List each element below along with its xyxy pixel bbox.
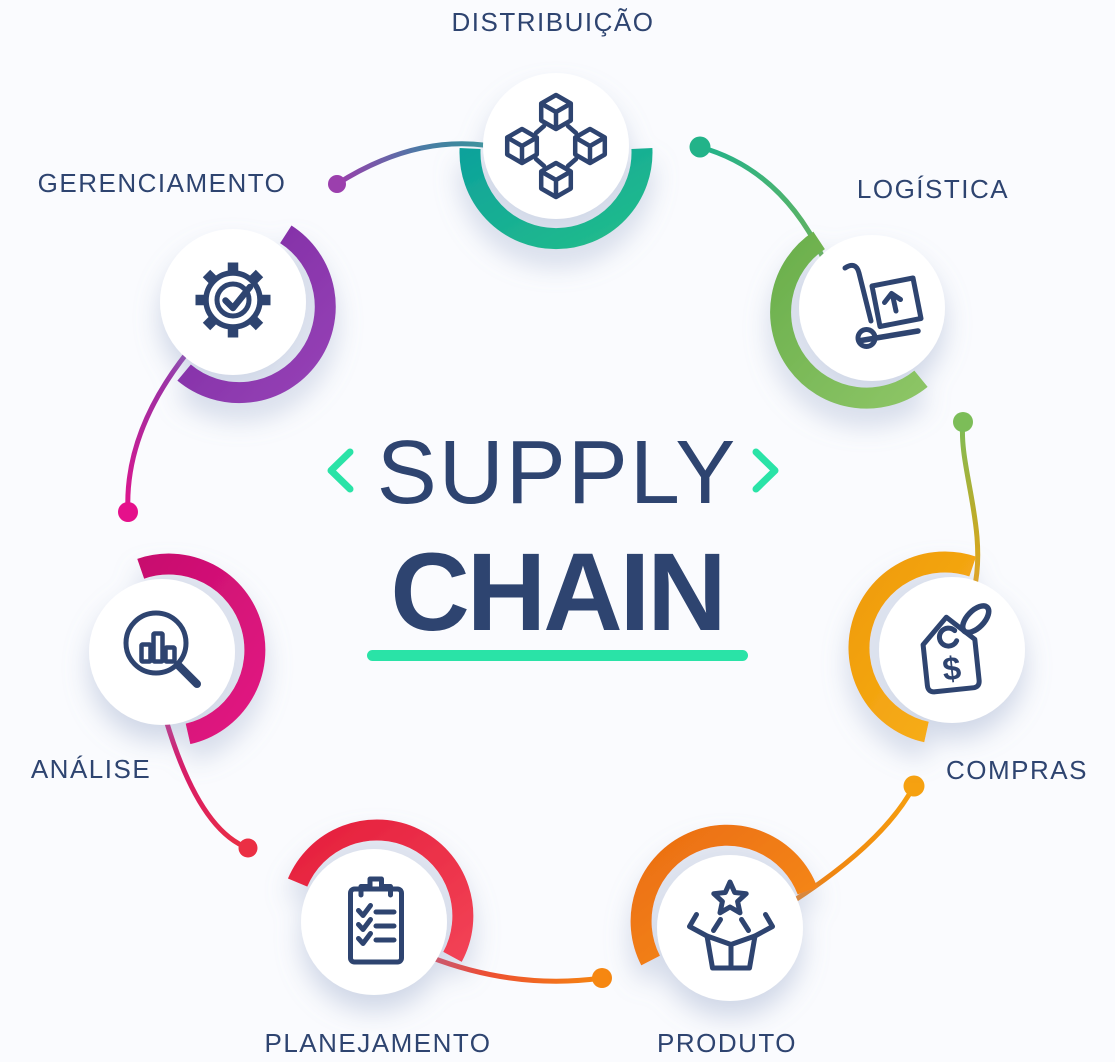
node-compras: $	[848, 551, 1025, 743]
network-cubes-icon	[504, 92, 608, 200]
node-produto	[630, 824, 818, 1001]
chevron-left-icon	[327, 448, 354, 493]
arc-gerenciamento	[177, 225, 336, 404]
arc-produto	[630, 824, 818, 966]
arc-logistica	[770, 231, 928, 409]
connector-dot-red	[238, 838, 258, 858]
node-analise	[89, 553, 266, 745]
arc-analise	[137, 553, 266, 745]
title-underline	[367, 650, 748, 661]
connector-dot-pink	[118, 502, 138, 522]
chevron-right-icon	[752, 448, 779, 493]
connector-dot-green	[953, 412, 973, 432]
connectors	[118, 136, 981, 988]
node-logistica	[770, 231, 945, 409]
connector-planejamento-produto	[427, 954, 605, 984]
connector-analise-planejamento	[163, 717, 251, 851]
connector-logistica-compras	[959, 419, 981, 593]
connector-dot-teal	[689, 136, 711, 158]
circle-distribuicao	[483, 73, 629, 219]
gear-check-icon	[195, 262, 271, 338]
circle-logistica	[799, 235, 945, 381]
label-analise: ANÁLISE	[31, 754, 151, 784]
arc-distribuicao	[459, 148, 653, 250]
title-word-supply: SUPPLY	[377, 423, 738, 523]
label-compras: COMPRAS	[946, 755, 1088, 785]
clipboard-checklist-icon	[348, 876, 404, 965]
node-planejamento	[287, 819, 474, 995]
node-labels: DISTRIBUIÇÃO LOGÍSTICA COMPRAS PRODUTO P…	[31, 7, 1088, 1058]
circle-planejamento	[301, 849, 447, 995]
connector-gerenciamento-analise	[125, 339, 199, 515]
circle-produto	[657, 855, 803, 1001]
analysis-magnifier-icon	[123, 610, 201, 688]
connector-dot-purple	[328, 175, 346, 193]
nodes: $	[89, 73, 1025, 1001]
open-box-star-icon	[687, 879, 775, 971]
svg-text:$: $	[941, 649, 963, 688]
arc-planejamento	[287, 819, 474, 962]
arc-compras	[848, 551, 977, 743]
title-word-chain: CHAIN	[390, 531, 723, 654]
connector-dot-orange	[592, 968, 612, 988]
label-logistica: LOGÍSTICA	[857, 174, 1009, 204]
node-distribuicao	[459, 73, 653, 250]
label-gerenciamento: GERENCIAMENTO	[38, 168, 287, 198]
node-gerenciamento	[160, 225, 336, 404]
label-produto: PRODUTO	[657, 1028, 797, 1058]
hand-truck-icon	[842, 262, 924, 349]
label-distribuicao: DISTRIBUIÇÃO	[452, 7, 655, 37]
label-planejamento: PLANEJAMENTO	[264, 1028, 491, 1058]
center-title: SUPPLY CHAIN	[327, 423, 779, 661]
price-tag-icon: $	[920, 603, 992, 695]
connector-dot-amber	[903, 775, 925, 797]
